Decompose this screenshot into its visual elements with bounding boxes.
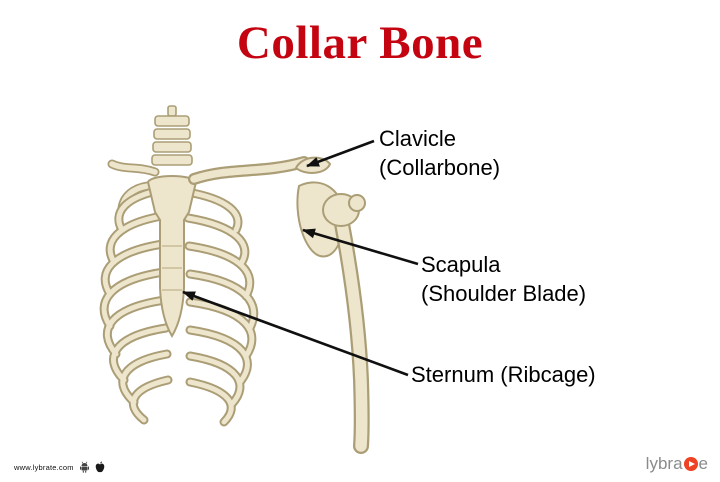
brand-text-suffix: e — [698, 454, 708, 473]
annotation-arrows — [182, 139, 419, 377]
sternum-label-line1: Sternum (Ribcage) — [411, 362, 596, 387]
sternum-bone — [146, 175, 198, 338]
page-title: Collar Bone — [236, 17, 484, 69]
clavicle-label: Clavicle (Collarbone) — [379, 124, 500, 182]
brand-text-prefix: lybra — [645, 454, 683, 473]
clavicle-bone — [194, 162, 304, 179]
clavicle-label-line2: (Collarbone) — [379, 155, 501, 180]
cervical-vertebrae — [151, 105, 193, 166]
arrow-to-clavicle — [306, 139, 375, 168]
clavicle-label-line1: Clavicle — [379, 126, 457, 151]
sternum-label: Sternum (Ribcage) — [411, 360, 596, 389]
scapula-label-line2: (Shoulder Blade) — [421, 281, 587, 306]
arrow-to-scapula — [302, 228, 419, 266]
apple-icon — [95, 461, 104, 473]
scapula-label-line1: Scapula — [421, 252, 501, 277]
brand-logo: lybra e — [646, 454, 708, 474]
humerus-bone — [322, 193, 365, 446]
website-url: www.lybrate.com — [14, 462, 74, 472]
arrow-to-sternum — [182, 290, 409, 377]
footer-left: www.lybrate.com — [14, 461, 105, 473]
scapula-label: Scapula (Shoulder Blade) — [421, 250, 586, 308]
arrow-in-circle-icon — [683, 457, 698, 471]
android-icon — [79, 461, 89, 473]
